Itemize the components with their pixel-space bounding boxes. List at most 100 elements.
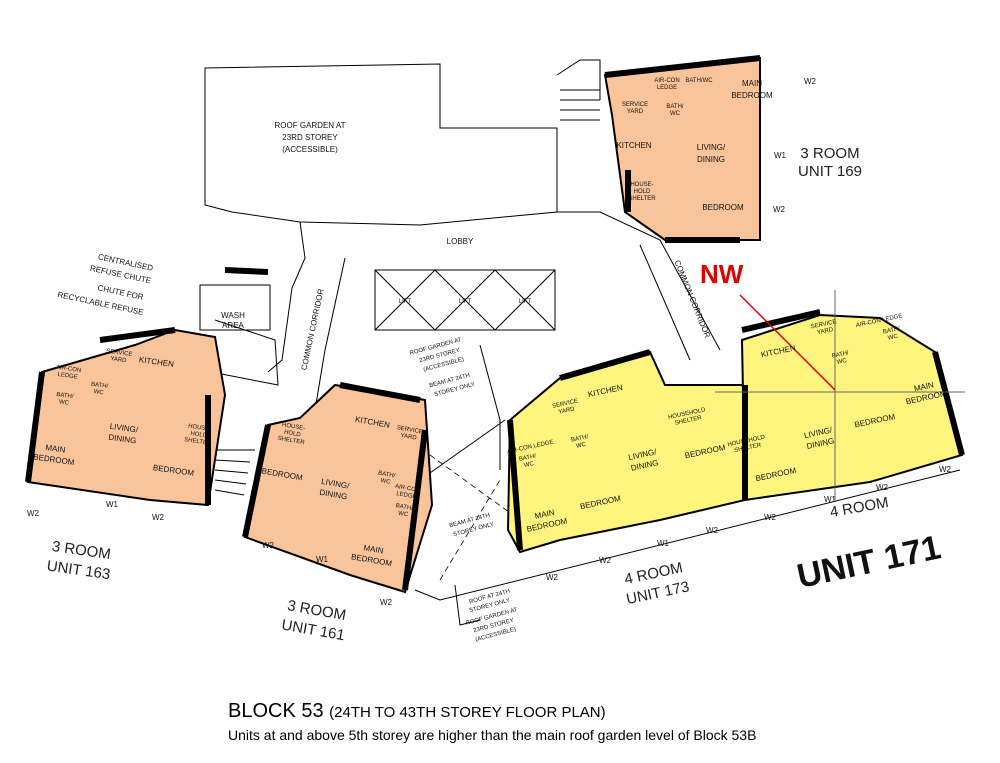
- room-label: MAIN: [534, 508, 556, 521]
- window-label: W2: [380, 598, 393, 607]
- room-label: SERVICE: [810, 319, 837, 330]
- unit-163-title: 3 ROOM UNIT 163: [46, 538, 112, 583]
- walls: [25, 55, 965, 591]
- window-label: W2: [764, 513, 777, 522]
- room-label: AIR-CON: [654, 78, 679, 84]
- room-label: BEDROOM: [702, 203, 744, 212]
- room-label: WC: [58, 399, 69, 406]
- room-label: SERVICE: [106, 348, 133, 358]
- unit-161-title: 3 ROOM UNIT 161: [280, 597, 347, 644]
- room-label: WC: [576, 442, 588, 450]
- room-label: SHELTER: [184, 437, 212, 447]
- room-label: BATH/: [666, 104, 684, 110]
- roof-garden-label: ROOF GARDEN AT: [275, 121, 346, 130]
- unit-161-shape[interactable]: [243, 383, 434, 594]
- room-label: AIR-CON: [394, 484, 420, 494]
- room-label: YARD: [627, 109, 644, 115]
- window-label: W2: [939, 465, 952, 474]
- room-label: AIR-CON: [56, 365, 82, 374]
- room-label: WC: [887, 334, 899, 342]
- window-label: W2: [27, 509, 40, 518]
- caption: BLOCK 53 (24TH TO 43TH STOREY FLOOR PLAN…: [228, 700, 756, 743]
- room-label: BATH/: [882, 326, 900, 336]
- roof-garden-label: (ACCESSIBLE): [282, 145, 338, 154]
- unit-171-labels: KITCHEN SERVICE YARD AIR-CON LEDGE BATH/…: [727, 313, 948, 483]
- window-label: W1: [106, 500, 119, 509]
- room-label: LIVING/: [109, 422, 139, 435]
- nw-pointer-line: [739, 294, 836, 391]
- roof-garden-label: 23RD STOREY: [282, 133, 338, 142]
- window-label: W1: [316, 555, 329, 564]
- block-title: BLOCK 53: [228, 700, 324, 722]
- room-label: WC: [93, 389, 104, 396]
- room-label: MAIN: [363, 543, 384, 555]
- room-label: DINING: [697, 155, 725, 164]
- window-label: W2: [706, 526, 719, 535]
- window-label: W2: [546, 573, 559, 582]
- window-label: W2: [804, 77, 817, 86]
- compass-nw-label: NW: [700, 259, 744, 289]
- window-label: W2: [876, 483, 889, 492]
- room-label: BATH/: [378, 471, 396, 480]
- unit-name: UNIT 169: [798, 163, 862, 180]
- lift-label: LIFT: [519, 299, 532, 305]
- room-label: HOUSE-: [630, 182, 653, 188]
- room-label: SERVICE: [622, 102, 648, 108]
- lift-label: LIFT: [399, 299, 412, 305]
- room-label: BATH/: [519, 453, 537, 463]
- unit-type: 3 ROOM: [800, 145, 859, 162]
- common-corridor-label: COMMON CORRIDOR: [300, 288, 326, 371]
- window-label: W1: [657, 539, 670, 548]
- room-label: SERVICE: [552, 399, 579, 410]
- room-label: BEDROOM: [731, 91, 773, 100]
- wash-area-label: AREA: [222, 321, 244, 330]
- common-area-outline: [174, 59, 961, 626]
- room-label: YARD: [110, 356, 128, 364]
- room-label: YARD: [400, 433, 418, 442]
- window-label: W1: [774, 151, 787, 160]
- room-label: YARD: [558, 406, 576, 415]
- room-label: WC: [524, 461, 536, 469]
- room-label: SHELTER: [734, 442, 763, 454]
- room-label: LEDGE: [657, 85, 677, 91]
- room-label: SHELTER: [674, 415, 703, 427]
- window-label: W2: [152, 513, 165, 522]
- room-label: MAIN: [913, 380, 935, 393]
- room-label: YARD: [817, 327, 835, 336]
- room-label: LIVING/: [697, 143, 726, 152]
- room-label: WC: [398, 511, 410, 519]
- room-label: SHELTER: [628, 196, 656, 202]
- lobby-label: LOBBY: [447, 237, 474, 246]
- window-label: W2: [262, 541, 275, 550]
- room-label: BATH/: [91, 382, 109, 390]
- caption-note: Units at and above 5th storey are higher…: [228, 727, 757, 743]
- room-label: BATH/WC: [685, 78, 713, 84]
- highlight-unit-label: UNIT 171: [794, 528, 944, 595]
- room-label: MAIN: [45, 443, 66, 455]
- unit-163-shape[interactable]: [26, 328, 227, 507]
- room-label: BATH/: [395, 503, 413, 512]
- room-label: HOUSE-: [281, 422, 305, 432]
- window-label: W1: [824, 495, 837, 504]
- unit-173-title: 4 ROOM UNIT 173: [623, 559, 691, 608]
- room-label: HOLD: [284, 430, 302, 439]
- window-label: W2: [773, 205, 786, 214]
- room-label: SHELTER: [277, 436, 306, 447]
- room-label: LEDGE: [57, 372, 78, 381]
- room-label: DINING: [108, 433, 137, 446]
- room-label: BATH/: [571, 434, 589, 444]
- room-label: HOUSE-: [188, 424, 212, 433]
- window-label: W2: [599, 556, 612, 565]
- lift-label: LIFT: [459, 299, 472, 305]
- room-label: WC: [670, 111, 681, 117]
- room-label: SERVICE: [396, 425, 423, 435]
- room-label: KITCHEN: [616, 141, 651, 150]
- room-label: MAIN: [742, 79, 762, 88]
- unit-type: 4 ROOM: [829, 494, 890, 521]
- room-label: HOLD: [634, 189, 651, 195]
- wash-area-label: WASH: [221, 311, 245, 320]
- room-label: BATH/: [831, 350, 849, 360]
- room-label: BATH/: [56, 392, 74, 400]
- room-label: WC: [380, 478, 392, 486]
